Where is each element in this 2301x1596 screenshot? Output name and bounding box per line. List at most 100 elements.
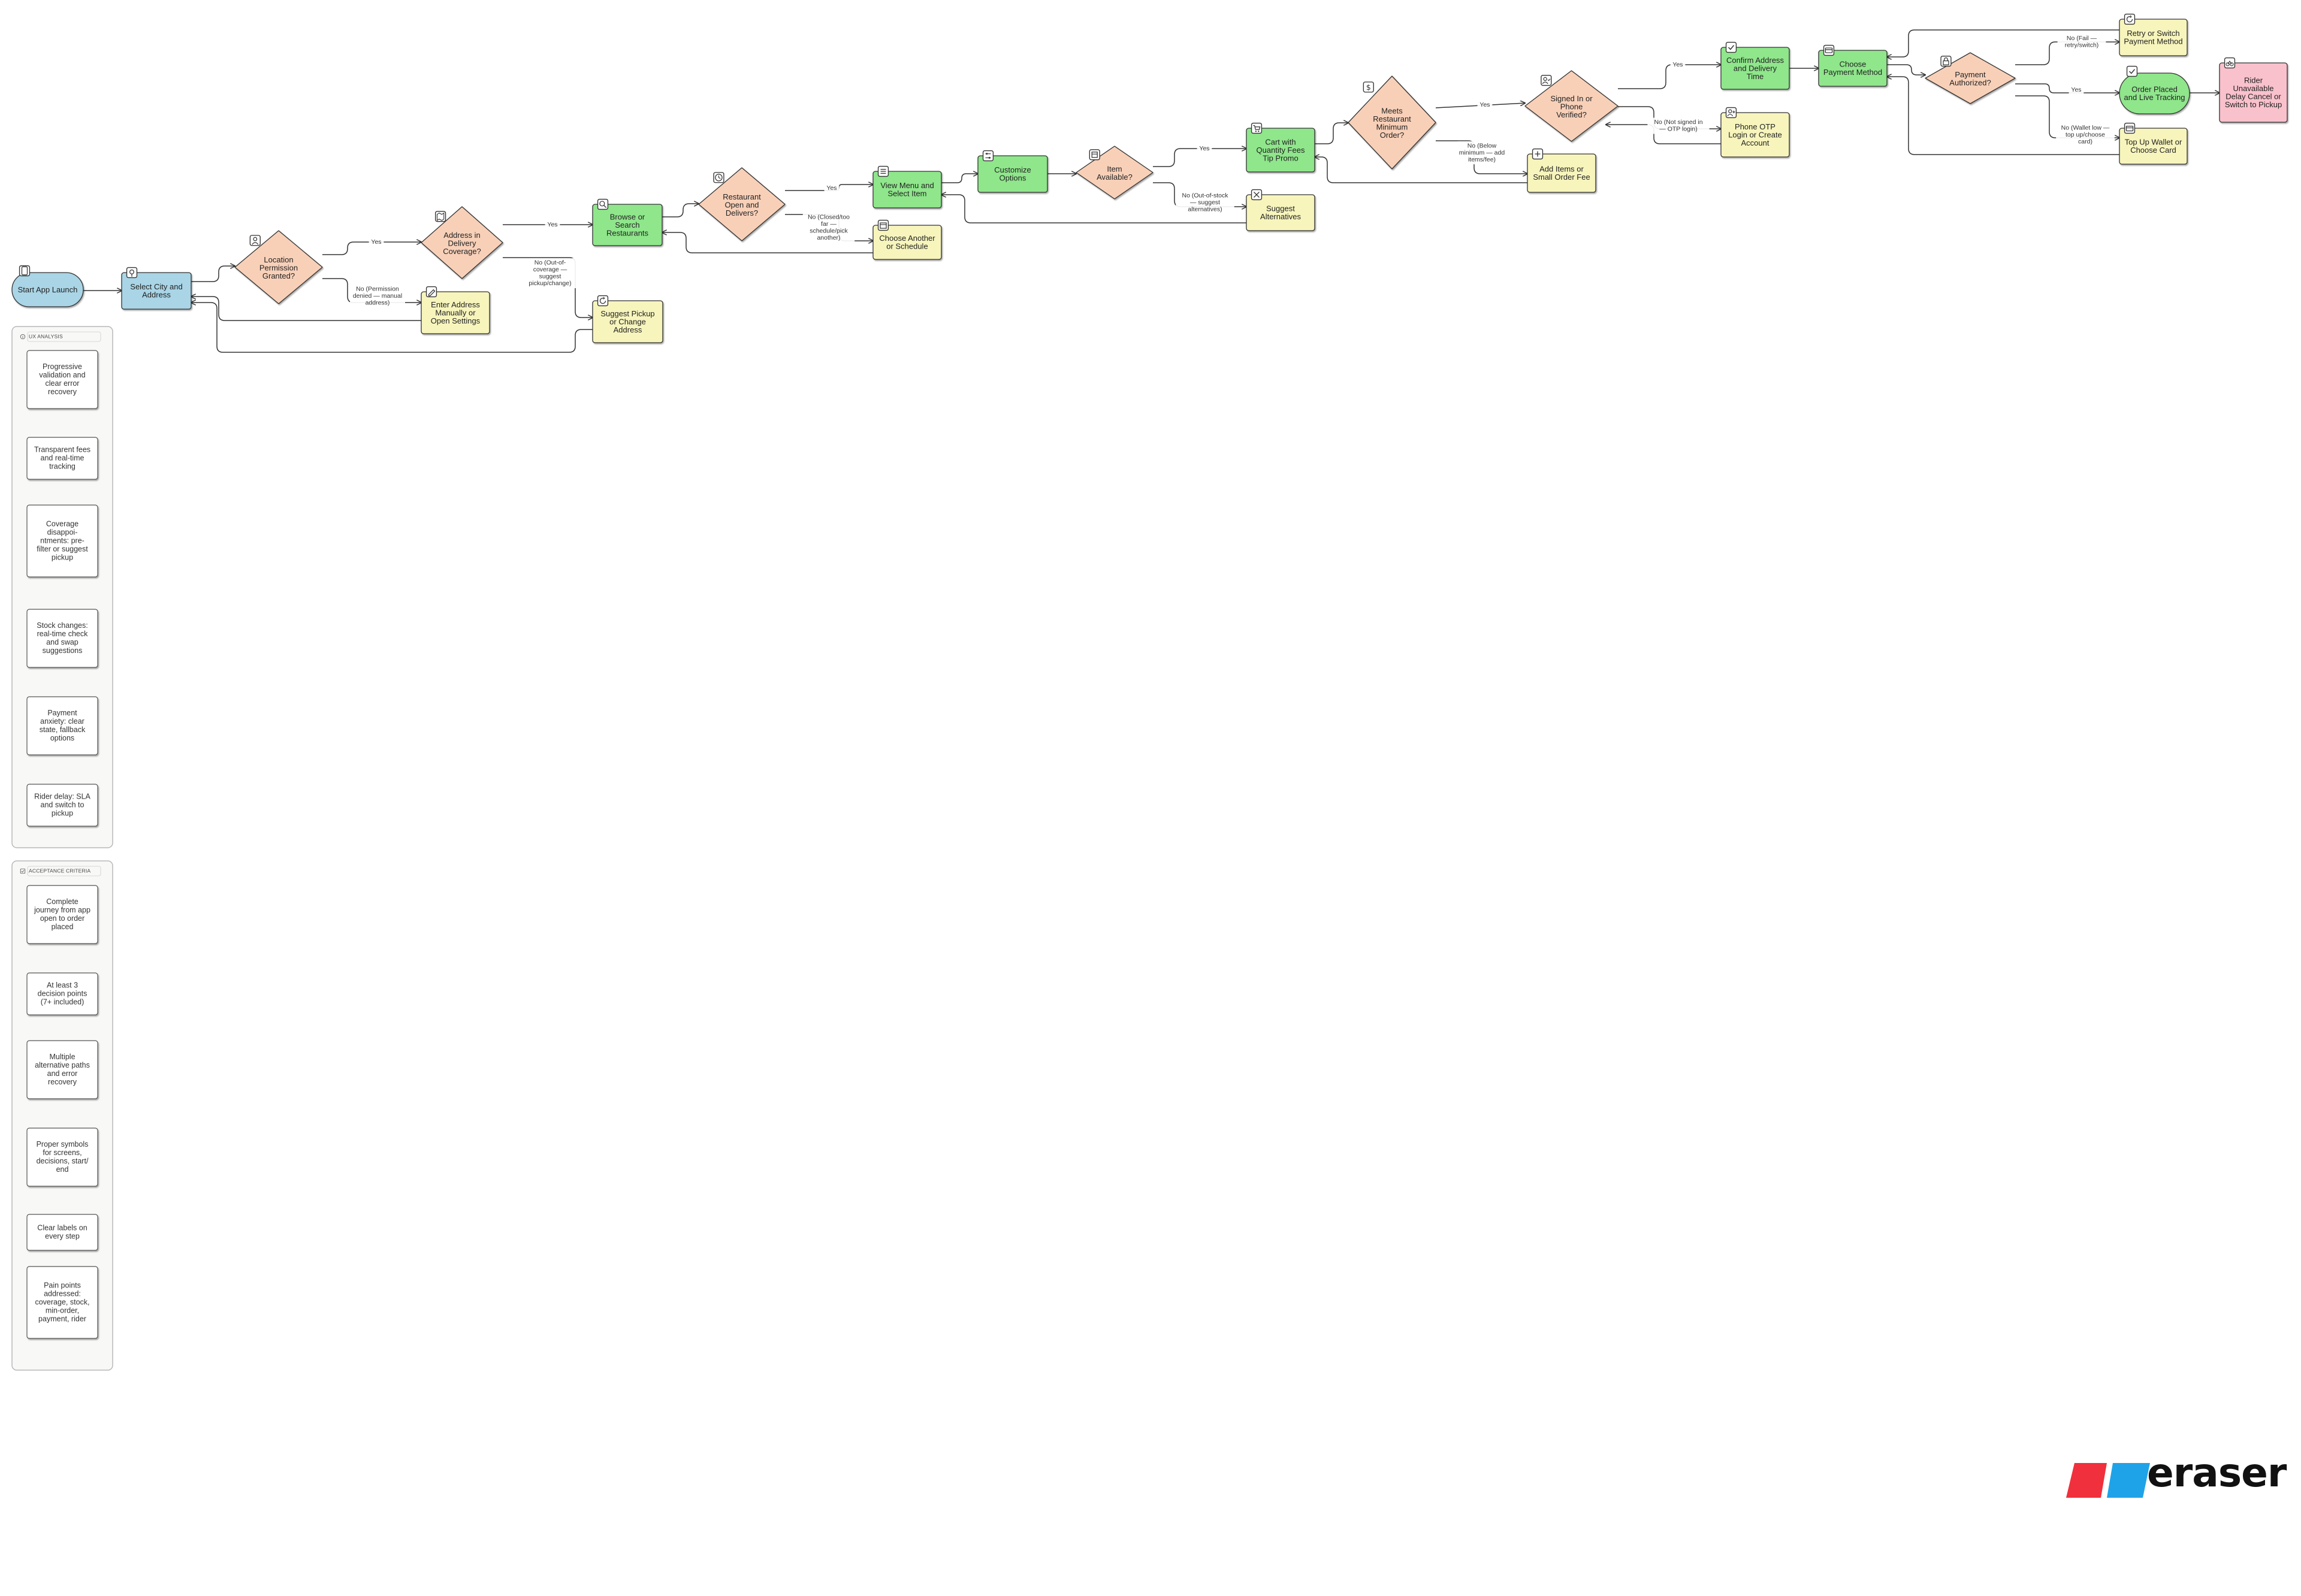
ux-card-box xyxy=(26,696,98,755)
node-start[interactable]: Start App Launch xyxy=(11,265,84,307)
edge-label-text: Yes xyxy=(547,221,557,228)
edge-item-to-cart xyxy=(1153,149,1246,167)
ux-card-text: pickup xyxy=(52,553,73,561)
ac-card-text: journey from app xyxy=(34,906,90,914)
node-minorder-label: Minimum xyxy=(1376,123,1408,132)
edge-label-text: — OTP login) xyxy=(1659,126,1697,133)
edge-auth-to-retry xyxy=(2015,42,2119,65)
edge-city-to-loc xyxy=(191,266,235,282)
ux-card-text: Progressive xyxy=(43,362,82,371)
check-circle-icon xyxy=(2126,65,2138,77)
node-topup-label: Top Up Wallet or xyxy=(2125,138,2182,147)
edge-label-text: No (Closed/too xyxy=(808,214,850,221)
eraser-logo-text: eraser xyxy=(2147,1450,2287,1496)
edge-loc-to-coverage xyxy=(322,242,421,255)
node-placed-label: Order Placed xyxy=(2131,85,2178,94)
ac-card-text: Multiple xyxy=(49,1053,75,1061)
node-otp-label: Login or Create xyxy=(1728,130,1782,139)
node-coverage-label: Delivery xyxy=(448,238,476,247)
ac-card-text: placed xyxy=(52,923,74,931)
info-icon xyxy=(20,334,26,340)
ux-card-text: tracking xyxy=(49,462,76,470)
pin-icon xyxy=(126,267,138,279)
ux-card-box xyxy=(26,784,98,827)
ac-card-text: decisions, start/ xyxy=(37,1157,89,1165)
ac-card-text: and error xyxy=(47,1069,78,1078)
ux-card-box xyxy=(26,437,98,480)
ac-card-text: open to order xyxy=(40,914,84,923)
edge-label-text: No (Not signed in xyxy=(1654,119,1702,126)
node-retry-label: Retry or Switch xyxy=(2127,29,2179,38)
node-customize-shape xyxy=(977,155,1048,193)
node-signed-label: Signed In or xyxy=(1550,94,1593,103)
ux-card-text: clear error xyxy=(46,379,80,388)
node-loc-label: Location xyxy=(264,255,293,264)
node-manual-label: Open Settings xyxy=(431,316,481,325)
node-open-label: Restaurant xyxy=(723,192,761,201)
ac-card-box xyxy=(26,1040,98,1099)
node-alt-label: Alternatives xyxy=(1260,212,1301,221)
edge-label-signed-to-otp: No (Not signed in— OTP login) xyxy=(1647,117,1710,134)
ux-card-text: Stock changes: xyxy=(37,621,87,630)
card-icon xyxy=(1823,44,1835,56)
node-city-label: Address xyxy=(142,291,171,300)
node-open-label: Open and xyxy=(724,200,759,209)
edge-label-text: No (Permission xyxy=(356,285,399,292)
ac-card-text: every step xyxy=(45,1232,80,1240)
edge-label-text: Yes xyxy=(371,238,381,246)
ac-card-text: payment, rider xyxy=(38,1314,86,1323)
node-open-shape xyxy=(698,167,786,241)
node-signed-label: Verified? xyxy=(1556,110,1587,119)
ac-card-text: Complete xyxy=(46,897,78,906)
node-item-label: Item xyxy=(1107,165,1122,174)
edge-label-text: retry/switch) xyxy=(2065,42,2099,49)
ux-card-text: and real-time xyxy=(41,454,84,462)
node-minorder-label: Meets xyxy=(1381,107,1403,116)
edge-label-text: Yes xyxy=(1672,61,1683,68)
edge-additems-to-cart xyxy=(1315,157,1527,183)
ux-card-box xyxy=(26,504,98,578)
cart-icon xyxy=(1251,122,1263,134)
ux-card-text: and switch to xyxy=(41,800,84,809)
ux-card-text: ntments: pre- xyxy=(40,536,84,545)
retry-icon xyxy=(2124,13,2136,25)
node-rider-label: Switch to Pickup xyxy=(2225,100,2282,109)
ux-card-box xyxy=(26,350,98,409)
node-manual-shape xyxy=(421,291,490,334)
ac-card-box xyxy=(26,1214,98,1251)
node-start-shape xyxy=(11,272,84,307)
node-signed-label: Phone xyxy=(1560,102,1583,111)
node-minorder-label: Restaurant xyxy=(1373,114,1411,123)
ux-card-text: and swap xyxy=(46,638,78,646)
node-pickup-label: or Change xyxy=(609,317,646,326)
node-pay-shape xyxy=(1818,50,1888,87)
